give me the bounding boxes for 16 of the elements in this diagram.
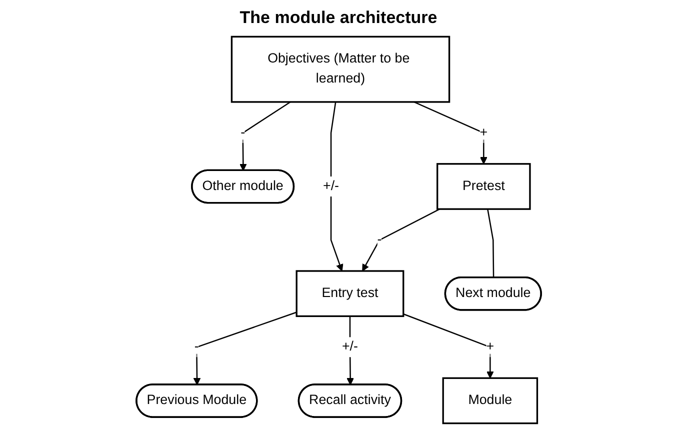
node-box: Objectives (Matter to be learned) <box>230 36 450 103</box>
arrow <box>346 316 354 386</box>
edge-label: +/- <box>322 178 339 194</box>
node-box: Module <box>442 377 538 424</box>
diagram-title: The module architecture <box>238 8 438 28</box>
edge-label: +/- <box>342 340 358 354</box>
node-box: Entry test <box>296 270 404 318</box>
node-box: Pretest <box>436 163 531 210</box>
edge-label: - <box>194 340 199 354</box>
connector <box>486 208 494 278</box>
edge-label: - <box>240 125 245 140</box>
edge-label: + <box>479 125 488 140</box>
edge-label: - <box>377 232 382 247</box>
arrow <box>330 102 343 272</box>
edge-label: + <box>486 340 494 354</box>
arrow <box>362 208 440 272</box>
